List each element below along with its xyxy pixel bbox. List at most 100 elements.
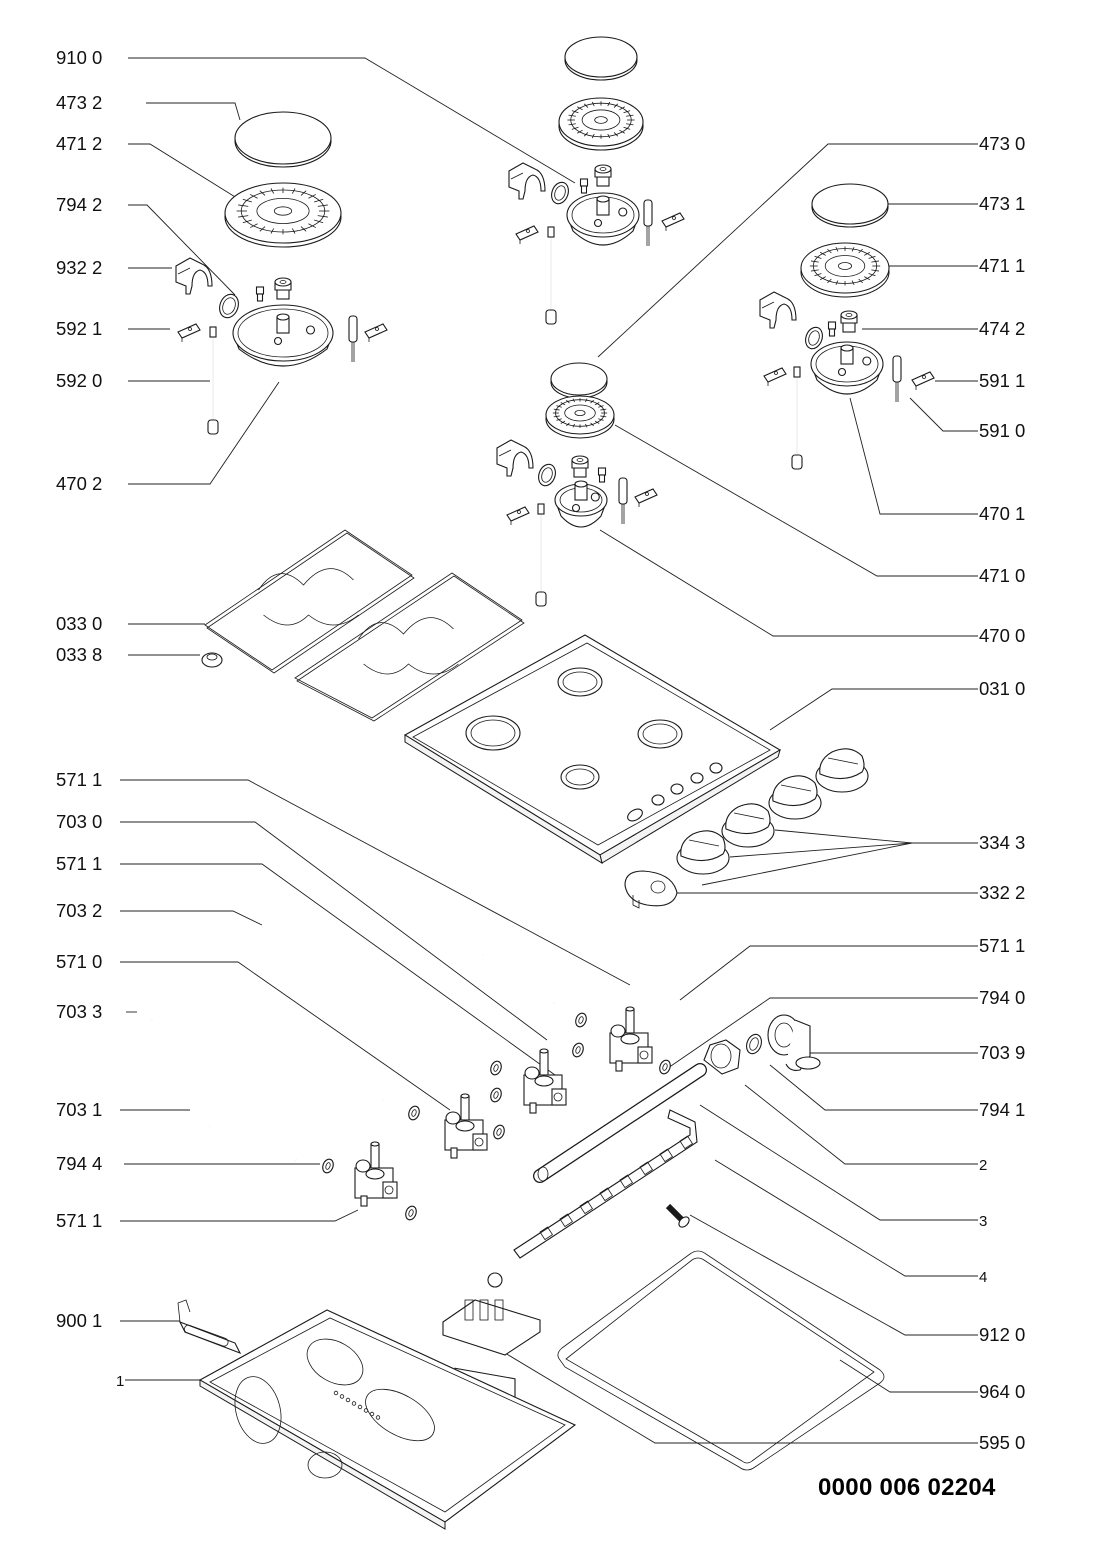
leader-line-gas-pipe-a — [120, 821, 548, 1041]
part-label-burner-crown-medium: 471 1 — [979, 255, 1025, 276]
leader-line-gas-valve-d — [120, 1209, 359, 1222]
part-label-pan-support-foot: 033 8 — [56, 644, 102, 665]
valve-gasket — [659, 1059, 671, 1075]
part-label-burner-body-medium: 470 1 — [979, 503, 1025, 524]
gas-pipe-b — [265, 914, 471, 1099]
gasket-top-burner — [551, 181, 569, 205]
leader-line-burner-cap-large — [146, 102, 241, 121]
gas-pipe-d — [191, 1098, 297, 1162]
pan-support — [204, 529, 525, 722]
leader-lines — [120, 57, 978, 1444]
injector-large — [274, 277, 292, 300]
valve-gasket — [490, 1060, 502, 1076]
part-label-gas-valve-e: 571 1 — [979, 935, 1025, 956]
leader-line-gasket-elbow — [769, 1064, 978, 1111]
gasket-large-burner — [219, 293, 239, 319]
ignition-electrode-medium — [892, 355, 902, 402]
gasket-medium-burner — [805, 326, 823, 350]
parts-drawing — [142, 36, 935, 1530]
injector-small — [571, 455, 589, 478]
burner-body-large — [232, 304, 334, 367]
burner-cap-small — [550, 362, 608, 399]
electrode-clip-large — [364, 323, 388, 342]
burner-body-small — [554, 480, 608, 528]
ignition-electrode-large — [348, 315, 358, 362]
leader-line-ramp-bracket — [714, 1159, 978, 1277]
gas-ramp-tube — [533, 1063, 707, 1183]
part-label-electrode-clip: 591 1 — [979, 370, 1025, 391]
part-label-seal-gasket: 964 0 — [979, 1381, 1025, 1402]
seal-gasket — [557, 1250, 885, 1471]
ignition-electrode-top — [643, 199, 653, 246]
part-label-ignition-generator: 595 0 — [979, 1432, 1025, 1453]
gas-valve-b — [523, 1048, 567, 1114]
burner-crown-top — [558, 97, 644, 151]
injector-screw-small — [597, 467, 607, 483]
part-label-ignition-electrode: 591 0 — [979, 420, 1025, 441]
thermocouple-clip-large-burner — [177, 323, 201, 342]
pan-support-foot — [201, 652, 223, 668]
leader-line-gas-valve-b — [120, 863, 556, 1076]
base-tray — [198, 1309, 577, 1530]
part-label-clip-cover-large-burner: 932 2 — [56, 257, 102, 278]
part-label-bracket: 900 1 — [56, 1310, 102, 1331]
leader-line-gas-ramp-tube — [699, 1104, 978, 1221]
part-label-injector-medium: 474 2 — [979, 318, 1025, 339]
gas-valve-c — [444, 1093, 488, 1159]
part-label-nut: 2 — [979, 1157, 987, 1174]
leader-line-ignition-generator — [499, 1349, 978, 1444]
part-label-burner-crown-large: 471 2 — [56, 133, 102, 154]
burner-cap-large — [234, 111, 332, 168]
leader-line-gas-valve-c — [120, 961, 451, 1111]
hob-top-panel — [403, 634, 782, 865]
leader-line-burner-crown-large — [128, 143, 241, 201]
gas-valve-d — [354, 1141, 398, 1207]
document-number: 0000 006 02204 — [818, 1474, 996, 1501]
injector-top — [594, 164, 612, 187]
ramp-bracket — [513, 1109, 698, 1259]
leader-line-gas-valve-a — [120, 779, 631, 986]
nut — [703, 1039, 741, 1075]
part-label-ramp-bracket: 4 — [979, 1269, 987, 1286]
part-label-screw: 912 0 — [979, 1324, 1025, 1345]
leader-line-screw — [689, 1214, 978, 1336]
part-label-gas-valve-d: 571 1 — [56, 1210, 102, 1231]
gas-pipe-c — [142, 998, 384, 1102]
part-label-elbow-connector: 703 9 — [979, 1042, 1025, 1063]
elbow-connector — [767, 1014, 821, 1071]
valve-gasket — [572, 1042, 584, 1058]
clip-cover-medium-burner — [759, 291, 797, 329]
part-label-pan-support: 033 0 — [56, 613, 102, 634]
thermocouple-small-burner — [535, 503, 547, 607]
part-label-burner-crown-small: 471 0 — [979, 565, 1025, 586]
leader-line-ignition-electrode — [909, 397, 978, 432]
valve-gasket — [322, 1158, 334, 1174]
part-label-gasket-valve: 794 4 — [56, 1153, 102, 1174]
part-label-hob-top-panel: 031 0 — [979, 678, 1025, 699]
gasket-elbow — [746, 1033, 762, 1055]
ignition-electrode-small — [618, 477, 628, 524]
burner-crown-large — [224, 182, 342, 248]
screw — [665, 1203, 690, 1228]
thermocouple-clip-medium-burner — [763, 367, 787, 386]
part-label-burner-cap-small: 473 0 — [979, 133, 1025, 154]
part-label-burner-body-small: 470 0 — [979, 625, 1025, 646]
leader-line-nut — [744, 1084, 978, 1165]
bracket — [177, 1299, 242, 1355]
valve-gasket — [408, 1105, 420, 1121]
burner-crown-small — [545, 395, 615, 439]
clip-cover-small-burner — [496, 439, 534, 477]
electrode-clip-medium — [911, 371, 935, 390]
part-label-gas-valve-b: 571 1 — [56, 853, 102, 874]
valve-gasket — [405, 1205, 417, 1221]
leader-line-gas-valve-e — [679, 945, 978, 1001]
electrode-clip-top — [661, 212, 685, 231]
thermocouple-large-burner — [207, 326, 219, 435]
part-label-burner-cap-large: 473 2 — [56, 92, 102, 113]
valve-gasket — [490, 1087, 502, 1103]
thermocouple-top-burner — [545, 226, 557, 325]
leader-line-gasket-large-burner — [128, 204, 236, 296]
gasket-small-burner — [538, 463, 556, 487]
part-label-burner-body-large: 470 2 — [56, 473, 102, 494]
